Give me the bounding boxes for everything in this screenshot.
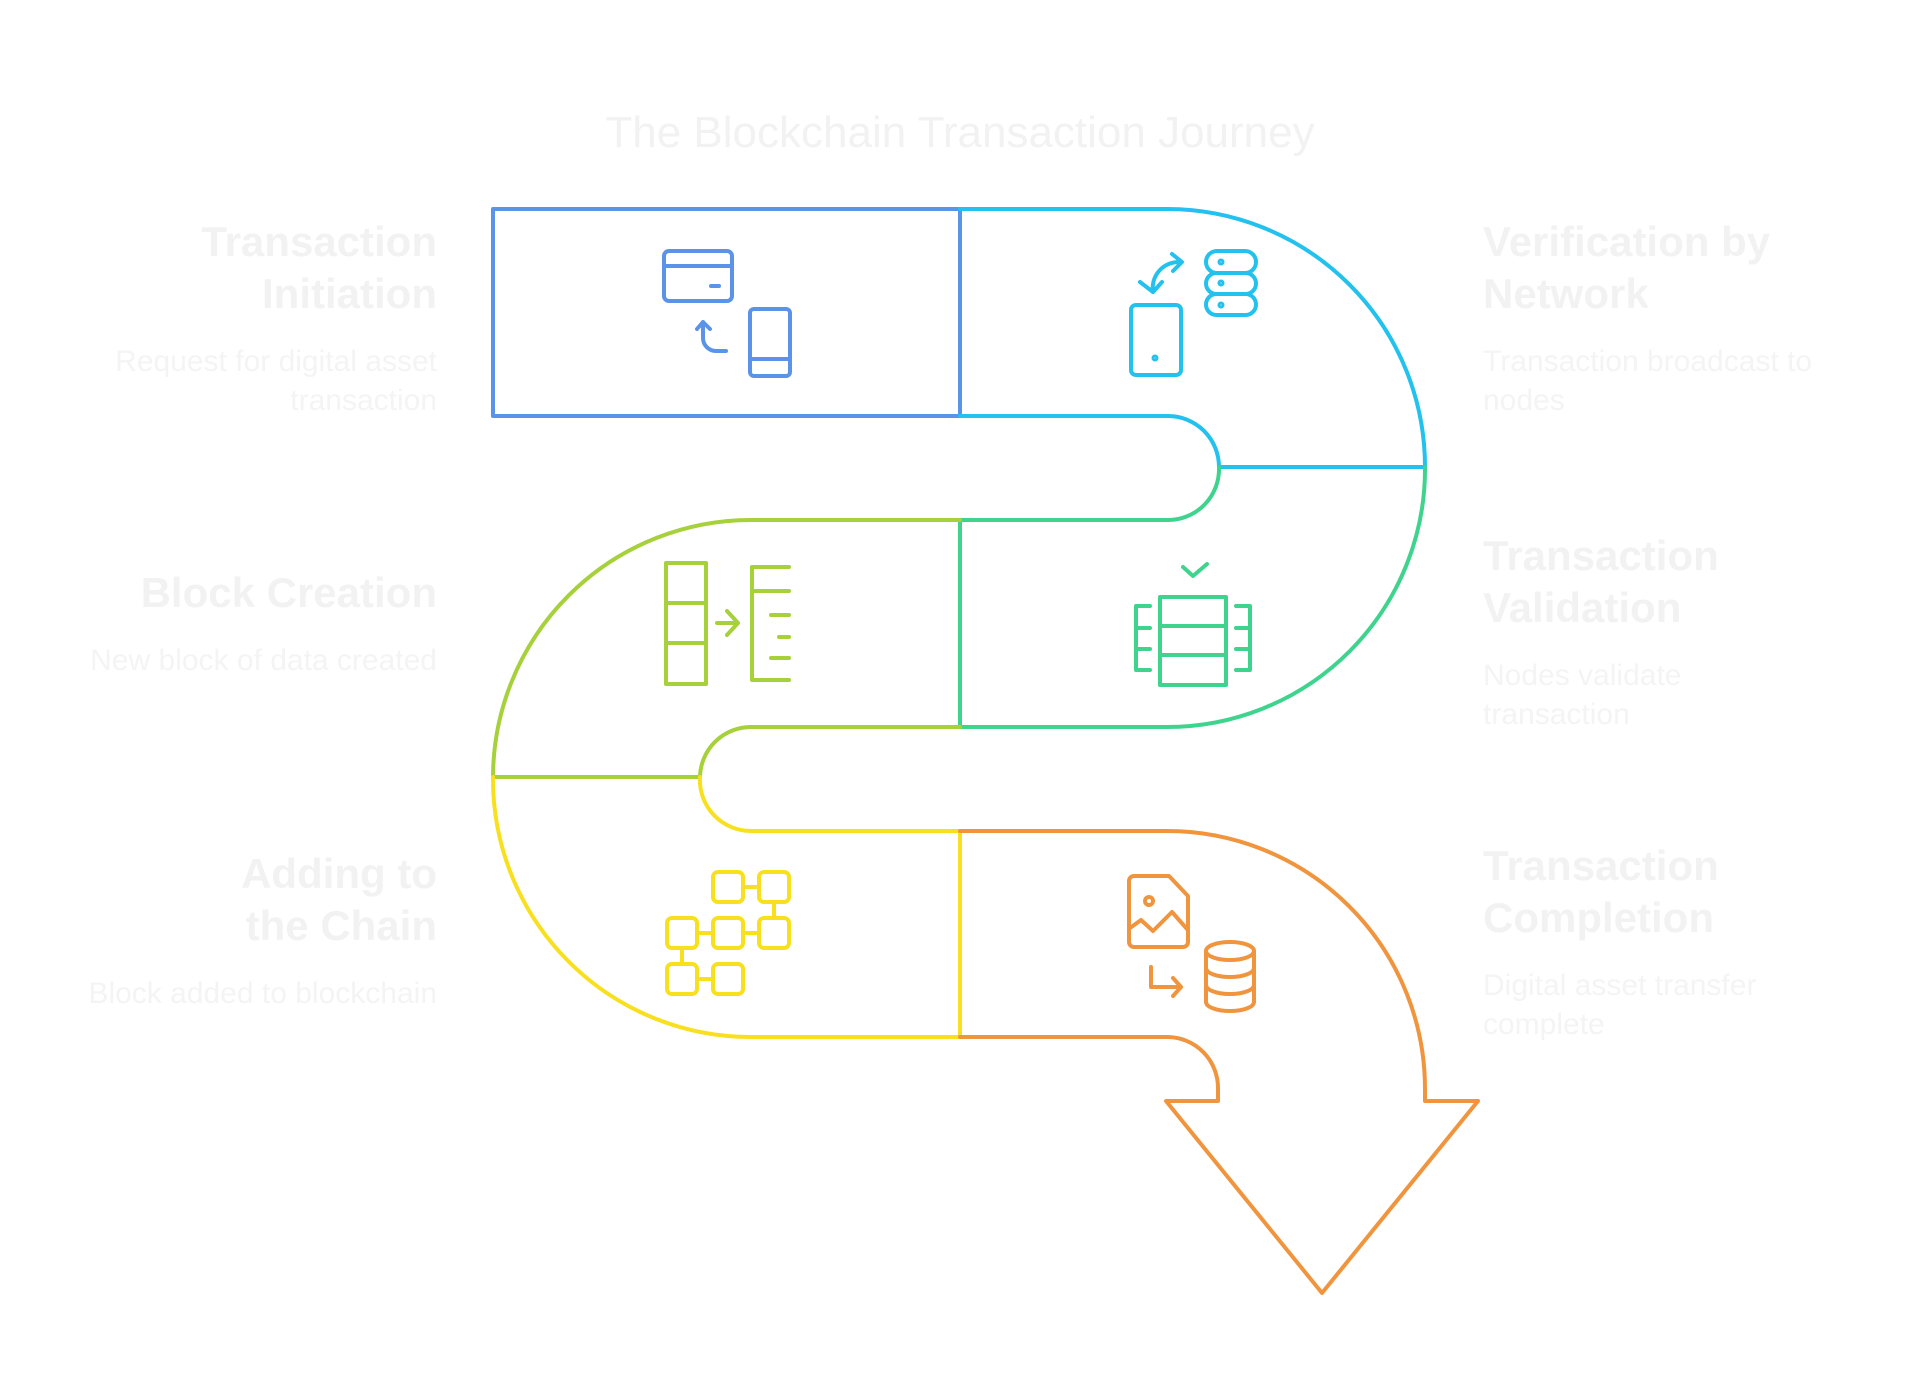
step-title: Adding to the Chain bbox=[241, 850, 437, 949]
step-description: Transaction broadcast to nodes bbox=[1483, 345, 1813, 417]
step-description: New block of data created bbox=[90, 644, 437, 677]
step-title: Transaction Initiation bbox=[201, 218, 437, 317]
validated-server-icon bbox=[1134, 562, 1252, 687]
segment-adding-chain bbox=[490, 775, 962, 1039]
step-description: Block added to blockchain bbox=[88, 977, 437, 1010]
step-label-block-creation: Block Creation New block of data created bbox=[37, 567, 437, 680]
step-label-completion: Transaction Completion Digital asset tra… bbox=[1483, 840, 1823, 1044]
segment-block-creation bbox=[491, 518, 962, 779]
step-label-verification: Verification by Network Transaction broa… bbox=[1483, 216, 1883, 420]
card-to-phone-icon bbox=[662, 249, 792, 378]
step-title: Transaction Validation bbox=[1483, 532, 1719, 631]
chain-network-icon bbox=[665, 870, 791, 996]
step-description: Nodes validate transaction bbox=[1483, 659, 1682, 731]
step-description: Request for digital asset transaction bbox=[115, 345, 437, 417]
block-build-icon bbox=[664, 561, 791, 686]
segment-validation bbox=[958, 465, 1428, 729]
segment-verification bbox=[958, 207, 1427, 469]
step-label-transaction-initiation: Transaction Initiation Request for digit… bbox=[37, 216, 437, 420]
diagram-title: The Blockchain Transaction Journey bbox=[605, 108, 1315, 157]
phone-server-sync-icon bbox=[1129, 249, 1258, 377]
step-description: Digital asset transfer complete bbox=[1483, 969, 1757, 1041]
step-label-validation: Transaction Validation Nodes validate tr… bbox=[1483, 530, 1783, 734]
asset-to-database-icon bbox=[1127, 874, 1256, 1013]
step-label-adding-chain: Adding to the Chain Block added to block… bbox=[37, 848, 437, 1013]
step-title: Verification by Network bbox=[1483, 218, 1771, 317]
segment-transaction-initiation bbox=[491, 207, 962, 418]
step-title: Block Creation bbox=[140, 569, 437, 616]
step-title: Transaction Completion bbox=[1483, 842, 1719, 941]
segment-completion-arrow bbox=[958, 829, 1480, 1295]
